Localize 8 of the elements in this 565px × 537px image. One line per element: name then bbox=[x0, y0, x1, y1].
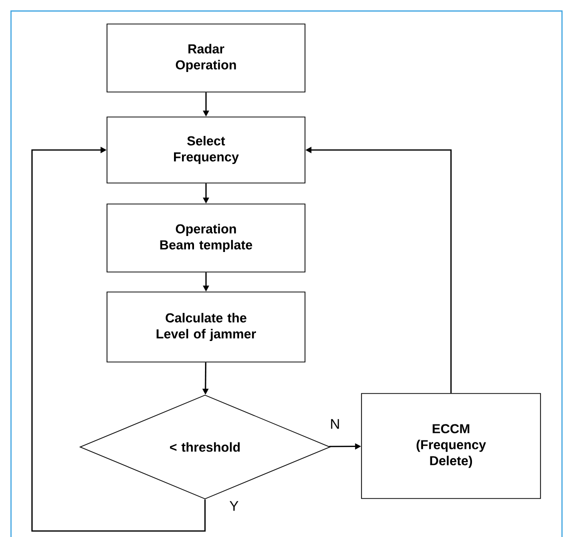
edge-label: N bbox=[328, 418, 342, 430]
arrow bbox=[31, 146, 206, 532]
process-box: ECCM (Frequency Delete) bbox=[361, 393, 541, 499]
process-box: Operation Beam template bbox=[106, 204, 306, 272]
process-box: Radar Operation bbox=[106, 24, 306, 92]
process-box: Calculate the Level of jammer bbox=[106, 292, 306, 362]
process-box: Select Frequency bbox=[106, 116, 306, 184]
edge-label: Y bbox=[228, 500, 240, 512]
